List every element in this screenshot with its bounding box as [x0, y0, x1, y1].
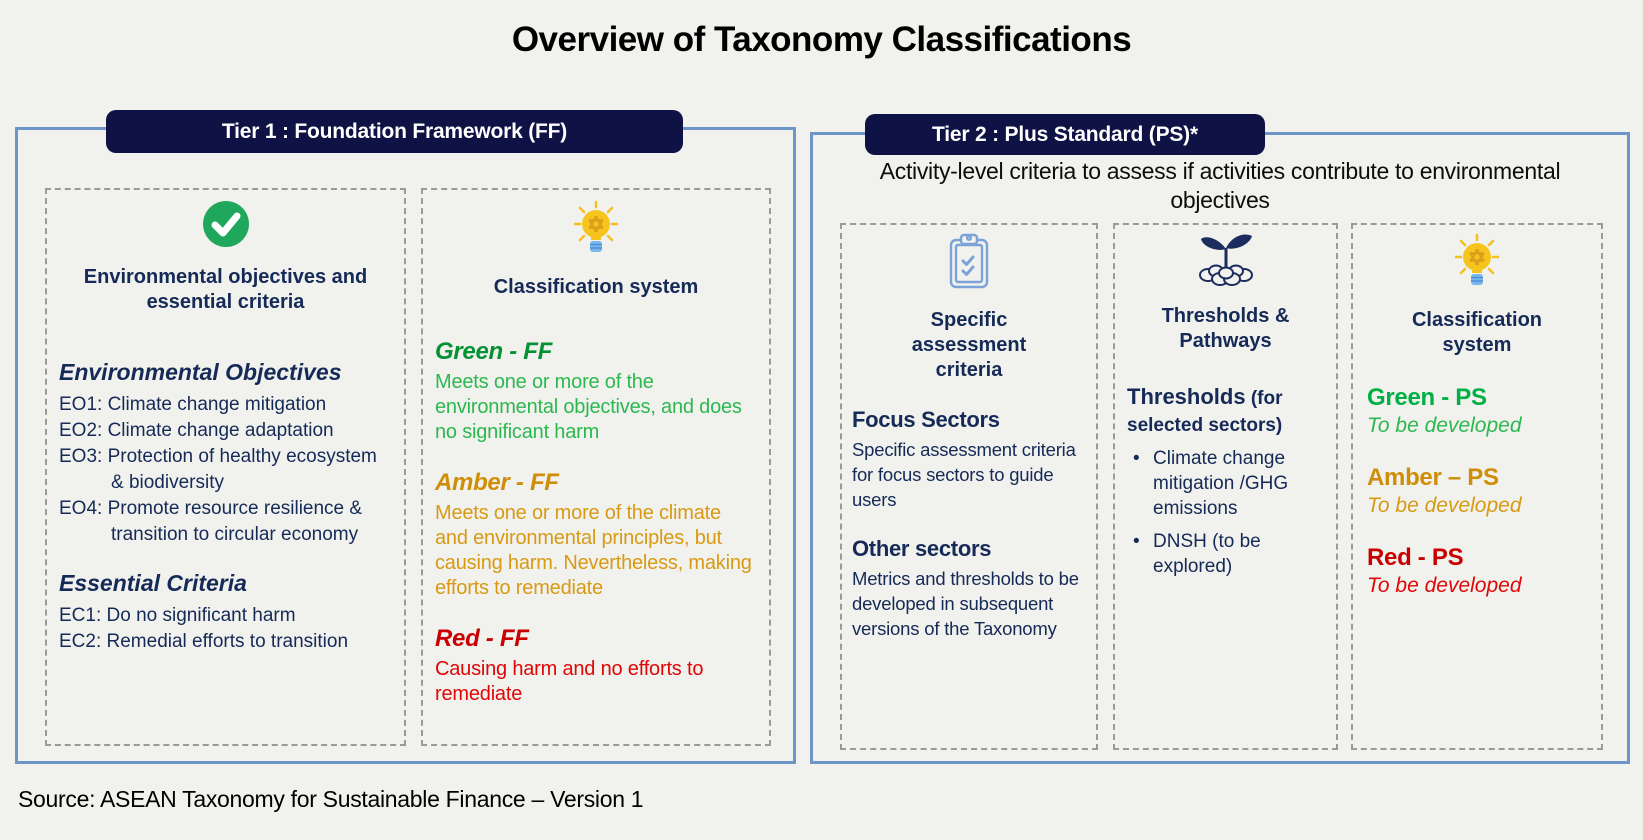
lightbulb-icon	[435, 200, 757, 263]
amber-ps-note: To be developed	[1367, 494, 1522, 517]
classification-ps-heading: Classification system	[1411, 309, 1543, 356]
focus-sectors-title: Focus Sectors	[852, 407, 1000, 432]
thresholds-heading: Thresholds & Pathways	[1161, 305, 1290, 352]
green-ps-label: Green - PS	[1367, 384, 1487, 411]
lightbulb-icon	[1367, 233, 1587, 296]
tier2-subtitle: Activity-level criteria to assess if act…	[879, 158, 1561, 213]
assessment-heading: Specific assessment criteria	[911, 309, 1027, 381]
eo-item: EO2: Climate change adaptation	[59, 420, 334, 441]
amber-ff-label: Amber - FF	[435, 469, 559, 496]
green-ff-desc: Meets one or more of the environmental o…	[435, 371, 742, 443]
thresholds-title: Thresholds	[1127, 384, 1246, 409]
amber-ps-entry: Amber – PS To be developed	[1367, 464, 1587, 518]
tier2-header: Tier 2 : Plus Standard (PS)*	[865, 114, 1265, 155]
ec-item: EC2: Remedial efforts to transition	[59, 631, 349, 652]
red-ff-label: Red - FF	[435, 625, 529, 652]
threshold-bullet: Climate change mitigation /GHG emissions	[1127, 446, 1324, 521]
clipboard-icon	[852, 233, 1086, 296]
green-ps-entry: Green - PS To be developed	[1367, 384, 1587, 438]
assessment-criteria-card: Specific assessment criteria Focus Secto…	[840, 223, 1098, 750]
thresholds-subheading: Thresholds (for selected sectors)	[1127, 384, 1324, 440]
objectives-heading: Environmental objectives and essential c…	[83, 266, 368, 313]
tier1-panel: Tier 1 : Foundation Framework (FF) Envir…	[15, 110, 796, 764]
ec-item: EC1: Do no significant harm	[59, 605, 296, 626]
eo-item: EO1: Climate change mitigation	[59, 394, 327, 415]
essential-criteria-title: Essential Criteria	[59, 570, 247, 596]
green-ff-entry: Green - FF Meets one or more of the envi…	[435, 338, 757, 445]
eo-item: EO3: Protection of healthy ecosystem & b…	[59, 446, 377, 493]
amber-ff-entry: Amber - FF Meets one or more of the clim…	[435, 469, 757, 601]
other-sectors-text: Metrics and thresholds to be developed i…	[852, 568, 1079, 639]
thresholds-bullet-list: Climate change mitigation /GHG emissions…	[1127, 446, 1324, 579]
other-sectors-title: Other sectors	[852, 536, 992, 561]
source-caption: Source: ASEAN Taxonomy for Sustainable F…	[18, 786, 644, 812]
red-ps-label: Red - PS	[1367, 544, 1464, 571]
environmental-objectives-title: Environmental Objectives	[59, 359, 342, 385]
red-ff-desc: Causing harm and no efforts to remediate	[435, 658, 704, 705]
page-title: Overview of Taxonomy Classifications	[511, 20, 1132, 59]
classification-ff-heading: Classification system	[493, 276, 699, 298]
thresholds-title-suffix: (for selected sectors)	[1127, 388, 1283, 436]
amber-ff-desc: Meets one or more of the climate and env…	[435, 502, 752, 599]
tier1-objectives-card: Environmental objectives and essential c…	[45, 188, 406, 746]
plant-coins-icon	[1127, 233, 1324, 292]
check-icon	[59, 200, 392, 253]
threshold-bullet: DNSH (to be explored)	[1127, 529, 1324, 579]
thresholds-pathways-card: Thresholds & Pathways Thresholds (for se…	[1113, 223, 1338, 750]
red-ff-entry: Red - FF Causing harm and no efforts to …	[435, 625, 757, 707]
tier2-classification-card: Classification system Green - PS To be d…	[1351, 223, 1603, 750]
tier1-header: Tier 1 : Foundation Framework (FF)	[106, 110, 683, 153]
tier2-panel: Tier 2 : Plus Standard (PS)* Activity-le…	[810, 114, 1630, 764]
tier1-classification-card: Classification system Green - FF Meets o…	[421, 188, 771, 746]
eo-item: EO4: Promote resource resilience & trans…	[59, 498, 363, 545]
green-ff-label: Green - FF	[435, 338, 553, 365]
green-ps-note: To be developed	[1367, 414, 1522, 437]
amber-ps-label: Amber – PS	[1367, 464, 1499, 491]
focus-sectors-text: Specific assessment criteria for focus s…	[852, 439, 1076, 510]
red-ps-entry: Red - PS To be developed	[1367, 544, 1587, 598]
red-ps-note: To be developed	[1367, 574, 1522, 597]
